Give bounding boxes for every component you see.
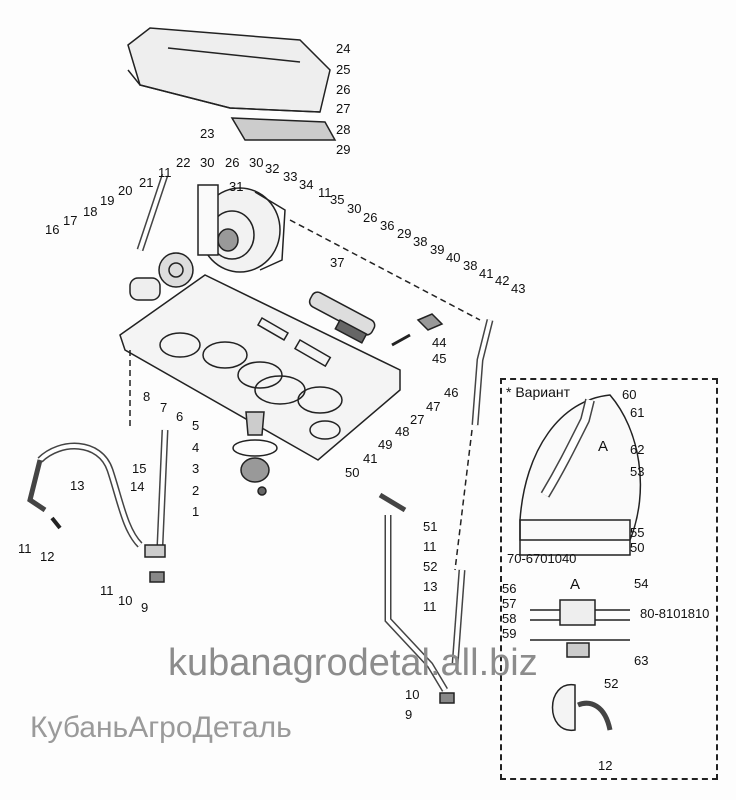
callout-26: 26 [336,82,351,97]
callout-29: 29 [397,226,412,241]
callout-29: 29 [336,142,351,157]
callout-47: 47 [426,399,441,414]
callout-6: 6 [176,409,184,424]
inset-label-63: 63 [634,653,649,668]
inset-label-50: 50 [630,540,645,555]
callout-11: 11 [100,583,114,598]
inset-label-55: 55 [630,525,645,540]
callout-28: 28 [336,122,351,137]
inset-label-70-6701040: 70-6701040 [507,551,577,566]
callout-27: 27 [336,101,351,116]
callout-39: 39 [430,242,445,257]
inset-label-54: 54 [634,576,649,591]
callout-20: 20 [118,183,133,198]
callout-17: 17 [63,213,78,228]
callout-40: 40 [446,250,461,265]
callout-11: 11 [158,165,172,180]
callout-9: 9 [405,707,413,722]
inset-label-58: 58 [502,611,517,626]
callout-22: 22 [176,155,191,170]
callout-31: 31 [229,179,244,194]
callout-18: 18 [83,204,98,219]
callout-35: 35 [330,192,345,207]
callout-14: 14 [130,479,145,494]
callout-48: 48 [395,424,410,439]
inset-title: * Вариант [506,384,570,400]
callout-3: 3 [192,461,200,476]
callout-11: 11 [423,539,437,554]
callout-8: 8 [143,389,151,404]
variant-inset-frame [500,378,718,780]
callout-21: 21 [139,175,154,190]
inset-label-61: 61 [630,405,645,420]
watermark-brand: КубаньАгроДеталь [30,711,292,744]
callout-4: 4 [192,440,200,455]
callout-25: 25 [336,62,351,77]
inset-label-A: A [570,576,581,593]
callout-10: 10 [405,687,420,702]
callout-36: 36 [380,218,395,233]
callout-49: 49 [378,437,393,452]
callout-52: 52 [423,559,438,574]
callout-26: 26 [363,210,378,225]
inset-label-59: 59 [502,626,517,641]
inset-label-62: 62 [630,442,645,457]
callout-26: 26 [225,155,240,170]
callout-37: 37 [330,255,345,270]
callout-50: 50 [345,465,360,480]
inset-label-12: 12 [598,758,613,773]
callout-12: 12 [40,549,55,564]
callout-11: 11 [423,599,437,614]
callout-13: 13 [70,478,85,493]
callout-24: 24 [336,41,351,56]
callout-42: 42 [495,273,510,288]
inset-label-53: 53 [630,464,645,479]
base-plate [119,274,401,461]
callout-32: 32 [265,161,280,176]
callout-2: 2 [192,483,200,498]
callout-30: 30 [249,155,264,170]
callout-41: 41 [479,266,494,281]
watermark-site: kubanagrodetal.all.biz [168,642,538,684]
inset-label-80-8101810: 80-8101810 [640,606,710,621]
callout-38: 38 [413,234,428,249]
callout-51: 51 [423,519,438,534]
callout-45: 45 [432,351,447,366]
callout-30: 30 [347,201,362,216]
inset-label-56: 56 [502,581,517,596]
callout-10: 10 [118,593,133,608]
callout-46: 46 [444,385,459,400]
callout-11: 11 [318,185,332,200]
callout-43: 43 [511,281,526,296]
callout-16: 16 [45,222,60,237]
callout-11: 11 [18,541,32,556]
callout-19: 19 [100,193,115,208]
callout-33: 33 [283,169,298,184]
inset-label-57: 57 [502,596,517,611]
callout-44: 44 [432,335,447,350]
blower-unit [197,184,286,273]
callout-7: 7 [160,400,168,415]
inset-label-52: 52 [604,676,619,691]
callout-15: 15 [132,461,147,476]
callout-9: 9 [141,600,149,615]
callout-34: 34 [299,177,314,192]
callout-38: 38 [463,258,478,273]
inset-label-A: A [598,438,609,455]
callout-30: 30 [200,155,215,170]
inset-label-60: 60 [622,387,637,402]
callout-1: 1 [192,504,200,519]
callout-23: 23 [200,126,215,141]
callout-5: 5 [192,418,200,433]
callout-13: 13 [423,579,438,594]
callout-41: 41 [363,451,378,466]
callout-27: 27 [410,412,425,427]
air-cleaner-cover [127,27,337,141]
